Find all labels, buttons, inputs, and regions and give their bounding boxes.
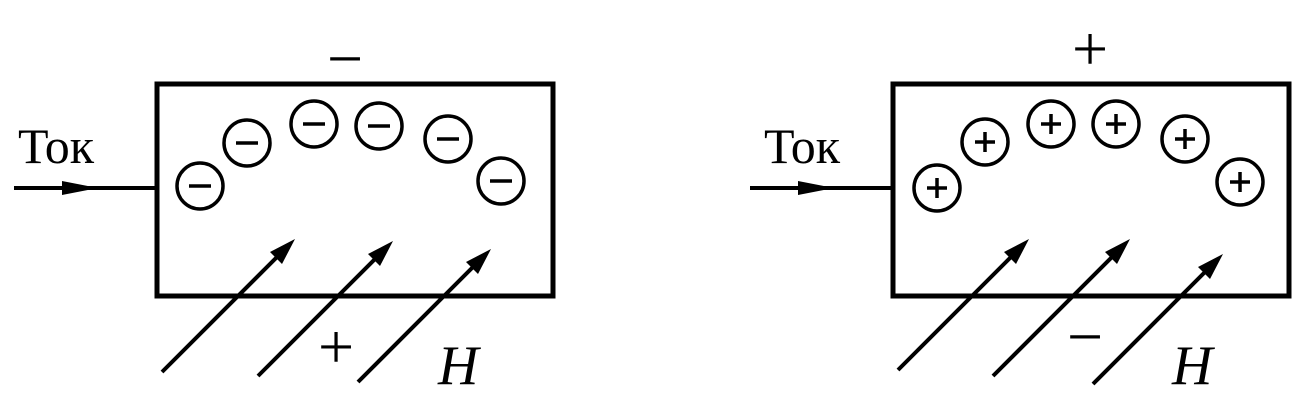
- hall-panel-right: Ток + − H: [750, 13, 1292, 397]
- current-label: Ток: [18, 118, 95, 174]
- positive-charge-icon: [1215, 157, 1265, 207]
- field-arrow-icon: [1091, 257, 1220, 386]
- charge-carriers: [912, 99, 1265, 213]
- conductor-plate: [154, 81, 556, 299]
- field-arrow-icon: [256, 244, 390, 378]
- top-polarity-sign: −: [327, 23, 363, 94]
- current-arrow-icon: [62, 181, 98, 195]
- magnetic-field-arrows: [160, 242, 488, 384]
- negative-charge-icon: [289, 99, 339, 149]
- field-label: H: [1171, 335, 1215, 397]
- current-arrow-icon: [798, 181, 834, 195]
- positive-charge-icon: [1026, 99, 1076, 149]
- field-label: H: [437, 335, 481, 397]
- hall-panel-left: Ток − + H: [14, 23, 556, 397]
- negative-charge-icon: [222, 118, 272, 168]
- bottom-polarity-sign: −: [1067, 301, 1103, 372]
- arrowheads-left: [270, 239, 491, 274]
- negative-charge-icon: [175, 161, 225, 211]
- positive-charge-icon: [1160, 114, 1210, 164]
- magnetic-field-arrows: [896, 242, 1220, 386]
- negative-charge-icon: [423, 114, 473, 164]
- current-label: Ток: [764, 118, 841, 174]
- field-arrow-icon: [896, 242, 1026, 372]
- field-arrow-icon: [356, 252, 488, 384]
- positive-charge-icon: [912, 163, 962, 213]
- charge-carriers: [175, 99, 526, 211]
- positive-charge-icon: [960, 117, 1010, 167]
- field-arrow-icon: [160, 242, 292, 374]
- negative-charge-icon: [476, 156, 526, 206]
- positive-charge-icon: [1091, 99, 1141, 149]
- bottom-polarity-sign: +: [318, 311, 354, 382]
- arrowheads-right: [1004, 239, 1223, 279]
- top-polarity-sign: +: [1072, 13, 1108, 84]
- conductor-plate: [890, 81, 1292, 299]
- field-arrow-icon: [991, 242, 1127, 378]
- negative-charge-icon: [354, 101, 404, 151]
